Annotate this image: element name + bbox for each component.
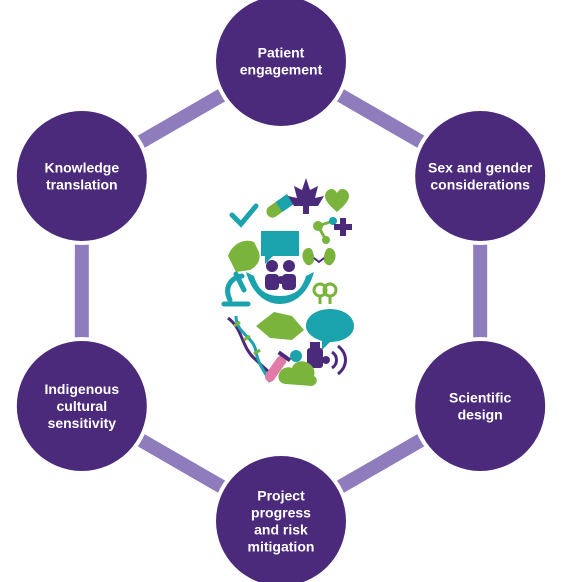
node-label-line: progress [251, 505, 311, 521]
test-tube-icon [265, 350, 292, 382]
node-label-line: mitigation [248, 539, 315, 555]
center-illustration [221, 178, 354, 386]
node-label-line: cultural [57, 398, 108, 414]
node-label-line: Scientific [449, 390, 511, 406]
cloud-icon [278, 361, 317, 386]
node-label-line: Knowledge [44, 160, 119, 176]
node-label-line: considerations [430, 177, 530, 193]
pill-dot-icon [290, 350, 302, 362]
maple-leaf-icon [288, 178, 324, 214]
node-label-line: Sex and gender [428, 160, 533, 176]
handshake-icon [256, 312, 304, 340]
node-circle [216, 0, 346, 126]
node-circle [16, 341, 147, 471]
node-label-line: engagement [240, 62, 323, 78]
node-circle [415, 341, 546, 471]
hearing-icon [322, 344, 347, 376]
node-label-line: sensitivity [48, 415, 117, 431]
molecule-icon [313, 217, 337, 244]
heart-icon [325, 189, 349, 212]
kidney-icon [302, 248, 336, 266]
node-circle [415, 111, 546, 241]
node-label-line: Project [257, 488, 305, 504]
node-circle [216, 456, 346, 582]
family-icon [246, 260, 314, 304]
speech-bubble-icon [306, 309, 354, 350]
bottle-icon [307, 342, 323, 368]
node-label-line: design [458, 407, 503, 423]
checkmark-icon [229, 203, 259, 228]
plus-icon [334, 218, 352, 236]
hand-icon [228, 240, 260, 272]
gender-symbols-icon [312, 282, 338, 304]
microscope-icon [221, 271, 251, 307]
node-label-line: and risk [254, 522, 308, 538]
node-label-line: translation [46, 177, 118, 193]
node-label-line: Indigenous [44, 381, 119, 397]
node-circle [16, 111, 147, 241]
pill-icon [266, 194, 294, 218]
node-label-line: Patient [258, 45, 305, 61]
chat-bubble-icon [261, 231, 299, 264]
